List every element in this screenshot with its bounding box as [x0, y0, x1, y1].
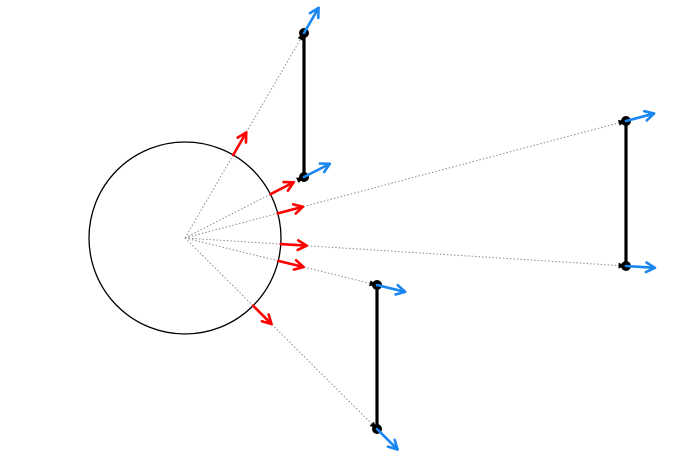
segment-lower: [372, 280, 382, 434]
surface-arrow-1: [231, 131, 248, 157]
guide-layer: [184, 33, 626, 429]
surface-arrow-layer: [231, 131, 309, 326]
endpoint-arrow-4: [624, 261, 657, 274]
surface-arrow-6: [251, 304, 273, 326]
guide-line-4: [184, 237, 626, 269]
surface-arrow-4: [279, 239, 309, 252]
sphere-circle: [88, 141, 282, 335]
endpoint-arrow-layer: [302, 6, 657, 451]
segment-right: [621, 116, 631, 271]
endpoint-arrow-5: [375, 283, 407, 296]
segment-layer: [299, 28, 631, 434]
surface-arrow-5: [276, 258, 305, 271]
endpoint-arrow-6: [375, 427, 399, 451]
guide-line-3: [184, 120, 626, 239]
guide-line-6: [184, 237, 377, 429]
endpoint-arrow-3: [624, 109, 656, 123]
surface-arrow-2: [269, 180, 295, 196]
endpoint-arrow-1: [302, 6, 320, 35]
surface-arrow-3: [276, 203, 305, 215]
circle-layer: [88, 141, 282, 335]
segment-upper: [299, 28, 309, 182]
endpoint-arrow-2: [302, 162, 332, 179]
